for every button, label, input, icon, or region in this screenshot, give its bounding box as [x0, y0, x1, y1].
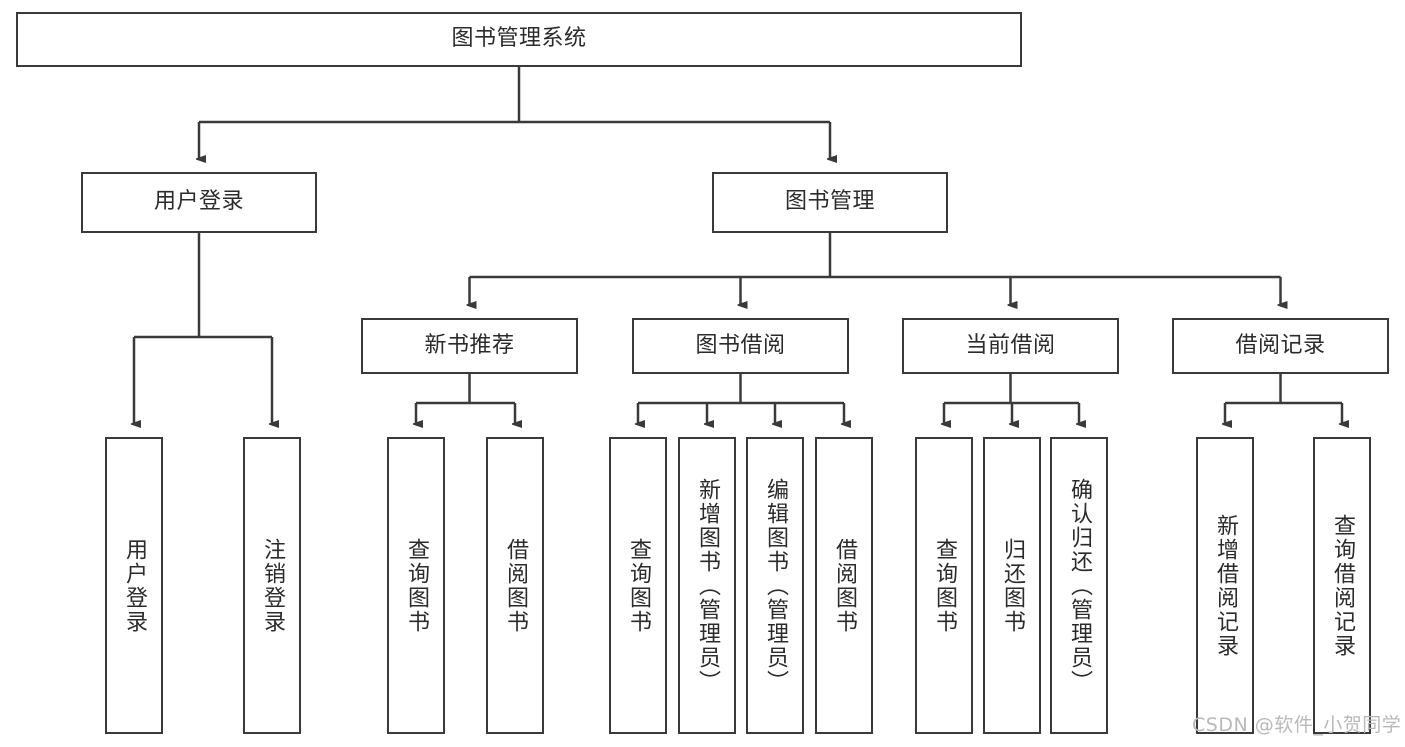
- node-label: 注销登录: [259, 537, 285, 634]
- node-label: 用户登录: [153, 189, 244, 215]
- node-leaf-user-login[interactable]: 用户登录: [105, 437, 163, 734]
- node-leaf-query-book-2[interactable]: 查询图书: [609, 437, 667, 734]
- node-label: 查询图书: [931, 537, 957, 634]
- node-label: 确认归还（管理员）: [1066, 477, 1092, 694]
- node-level1-book_manage[interactable]: 图书管理: [712, 172, 948, 233]
- node-label: 新增借阅记录: [1212, 513, 1238, 658]
- node-label: 借阅图书: [831, 537, 857, 634]
- node-label: 新书推荐: [424, 332, 515, 358]
- node-level1-user_login[interactable]: 用户登录: [81, 172, 317, 233]
- node-label: 查询借阅记录: [1329, 513, 1355, 658]
- node-label: 图书管理: [784, 189, 875, 215]
- node-label: 借阅图书: [502, 537, 528, 634]
- node-label: 编辑图书（管理员）: [762, 477, 788, 694]
- node-level2-new_book_rec[interactable]: 新书推荐: [361, 318, 578, 374]
- node-leaf-confirm-return[interactable]: 确认归还（管理员）: [1050, 437, 1108, 734]
- node-leaf-add-book[interactable]: 新增图书（管理员）: [678, 437, 736, 734]
- node-label: 归还图书: [999, 537, 1025, 634]
- node-level2-current_borrow[interactable]: 当前借阅: [902, 318, 1119, 374]
- node-title-system[interactable]: 图书管理系统: [16, 12, 1022, 67]
- node-leaf-query-book-1[interactable]: 查询图书: [387, 437, 445, 734]
- node-leaf-logout[interactable]: 注销登录: [243, 437, 301, 734]
- node-leaf-edit-book[interactable]: 编辑图书（管理员）: [746, 437, 804, 734]
- node-leaf-return-book[interactable]: 归还图书: [983, 437, 1041, 734]
- node-label: 查询图书: [625, 537, 651, 634]
- node-label: 图书管理系统: [451, 26, 587, 52]
- node-leaf-borrow-book-1[interactable]: 借阅图书: [486, 437, 544, 734]
- node-label: 当前借阅: [965, 332, 1056, 358]
- node-label: 用户登录: [121, 537, 147, 634]
- node-label: 借阅记录: [1235, 332, 1326, 358]
- node-leaf-query-book-3[interactable]: 查询图书: [915, 437, 973, 734]
- node-leaf-borrow-book-2[interactable]: 借阅图书: [815, 437, 873, 734]
- node-level2-borrow_record[interactable]: 借阅记录: [1172, 318, 1389, 374]
- node-leaf-query-record[interactable]: 查询借阅记录: [1313, 437, 1371, 734]
- node-label: 图书借阅: [695, 332, 786, 358]
- node-label: 新增图书（管理员）: [694, 477, 720, 694]
- node-level2-book_borrow[interactable]: 图书借阅: [632, 318, 849, 374]
- node-leaf-add-record[interactable]: 新增借阅记录: [1196, 437, 1254, 734]
- node-label: 查询图书: [403, 537, 429, 634]
